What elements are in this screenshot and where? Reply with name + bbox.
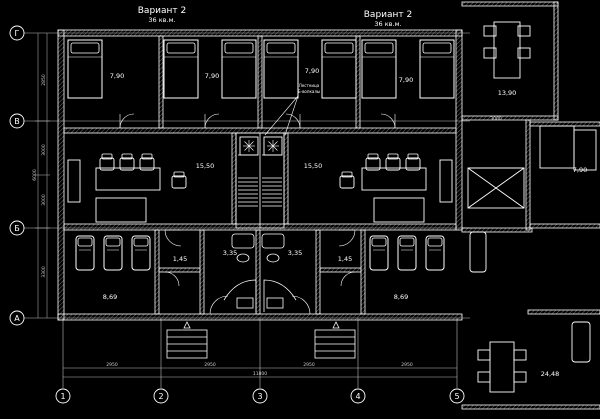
- stove-left: [239, 136, 259, 156]
- area-bedroom-4: 7,90: [399, 76, 413, 84]
- stove-right: [263, 136, 283, 156]
- area-dining-top: 13,90: [498, 89, 517, 97]
- svg-text:5: 5: [454, 392, 459, 401]
- svg-text:4: 4: [355, 392, 360, 401]
- entry-steps: [166, 321, 356, 359]
- bed-1: [67, 39, 103, 99]
- svg-text:1: 1: [60, 392, 65, 401]
- svg-text:2: 2: [158, 392, 163, 401]
- living-right-furniture: [361, 159, 453, 223]
- bathrooms: [223, 233, 297, 312]
- bed-5: [321, 39, 357, 99]
- stair-note-line1: Лестница: [299, 83, 320, 88]
- chair-r4: [339, 171, 355, 189]
- axis-bubble-row-b: Б: [9, 220, 25, 236]
- dim-vert-3: 6000: [32, 169, 38, 181]
- svg-text:В: В: [14, 117, 20, 126]
- lounge-3: [131, 235, 151, 271]
- bed-3: [221, 39, 257, 99]
- dim-horiz-3: 2950: [303, 362, 315, 368]
- dim-horiz-2: 2950: [204, 362, 216, 368]
- bed-7: [419, 39, 455, 99]
- axis-bubble-col-3: 3: [252, 388, 268, 404]
- living-left-furniture: [67, 159, 161, 223]
- bed-2: [163, 39, 199, 99]
- axis-bubble-row-v: В: [9, 113, 25, 129]
- area-room-left: 8,69: [103, 293, 117, 301]
- svg-text:Б: Б: [14, 224, 20, 233]
- dim-horiz-4: 2950: [401, 362, 413, 368]
- svg-text:А: А: [14, 314, 20, 323]
- door-swings: [119, 113, 396, 315]
- axis-bubble-col-1: 1: [55, 388, 71, 404]
- axis-grid: [24, 32, 470, 388]
- lounge-1: [75, 235, 95, 271]
- axis-bubble-col-4: 4: [350, 388, 366, 404]
- area-bedroom-3: 7,90: [305, 67, 319, 75]
- dim-horiz-1: 2950: [106, 362, 118, 368]
- svg-text:Г: Г: [15, 29, 20, 38]
- axis-bubble-row-a: А: [9, 310, 25, 326]
- area-hall-left: 1,45: [173, 255, 187, 263]
- axis-bubble-col-5: 5: [449, 388, 465, 404]
- axis-bubble-row-g: Г: [9, 25, 25, 41]
- axis-bubble-col-2: 2: [153, 388, 169, 404]
- dim-vert-4: 3000: [41, 194, 47, 206]
- chair-l4: [171, 171, 187, 189]
- stair-shaft: [235, 132, 285, 229]
- dim-top-right: 3000: [490, 116, 502, 122]
- area-hall-right: 1,45: [338, 255, 352, 263]
- dim-vert-2: 3000: [41, 144, 47, 156]
- apartment-area-left: 36 кв.м.: [148, 16, 175, 24]
- dim-vert-5: 3300: [41, 266, 47, 278]
- apartment-title-right: Вариант 2: [364, 10, 412, 20]
- area-dining-bottom: 24,48: [541, 370, 560, 378]
- right-annex-furniture: [467, 21, 597, 393]
- area-bedroom-1: 7,90: [110, 72, 124, 80]
- bottom-dimension-chain: [63, 367, 457, 378]
- area-room-right: 8,69: [394, 293, 408, 301]
- right-annex-walls: [461, 1, 600, 410]
- stair-note-leader: [264, 95, 299, 136]
- dim-horiz-total: 11800: [253, 371, 267, 377]
- dim-vert-1: 2850: [41, 74, 47, 86]
- area-living-left: 15,50: [196, 162, 215, 170]
- area-living-mid: 15,50: [304, 162, 323, 170]
- lounge-6: [425, 235, 445, 271]
- area-bath-right: 3,35: [288, 249, 302, 257]
- stair-note-line2: Б-вопкалы: [298, 89, 320, 94]
- svg-text:3: 3: [257, 392, 262, 401]
- room-area-labels: 7,90 7,90 7,90 7,90 7,90 15,50 15,50 1,4…: [103, 67, 587, 378]
- area-bath-left: 3,35: [223, 249, 237, 257]
- left-dimension-chain: [35, 33, 50, 318]
- bed-6: [361, 39, 397, 99]
- lounge-2: [103, 235, 123, 271]
- area-bedroom-2: 7,90: [205, 72, 219, 80]
- lounge-5: [397, 235, 417, 271]
- bed-4: [263, 39, 299, 99]
- lounge-4: [369, 235, 389, 271]
- area-bedroom-right: 7,90: [573, 166, 587, 174]
- apartment-area-right: 36 кв.м.: [374, 20, 401, 28]
- apartment-title-left: Вариант 2: [138, 6, 186, 16]
